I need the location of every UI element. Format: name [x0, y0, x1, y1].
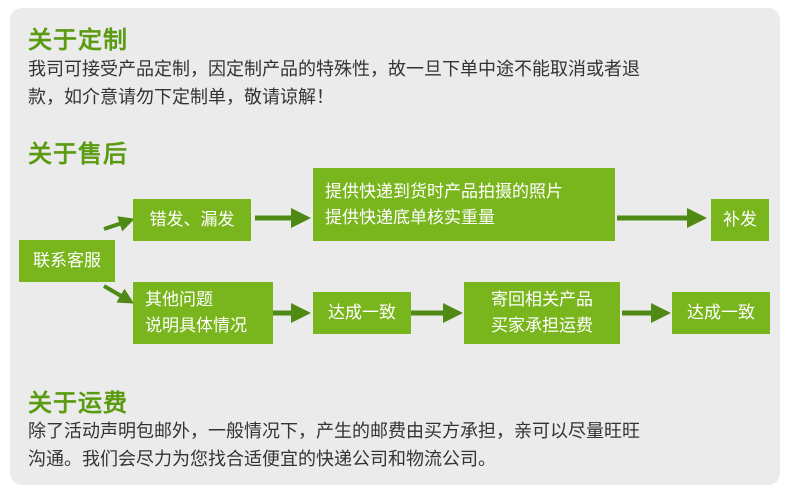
- contact-service-label: 联系客服: [33, 251, 101, 271]
- other-issues-box: 其他问题 说明具体情况: [133, 282, 273, 344]
- agree-label-2: 达成一致: [687, 303, 755, 323]
- flow-arrows: [102, 208, 707, 323]
- return-product-line-2: 买家承担运费: [491, 316, 593, 336]
- arrow-contact-to-wrong: [103, 216, 135, 232]
- contact-service-box: 联系客服: [19, 240, 115, 282]
- provide-evidence-line-1: 提供快递到货时产品拍摄的照片: [325, 181, 563, 202]
- reissue-label: 补发: [723, 210, 757, 230]
- provide-evidence-line-2: 提供快递底单核实重量: [325, 207, 495, 228]
- shipping-text-line-1: 除了活动声明包邮外，一般情况下，产生的邮费由买方承担，亲可以尽量旺旺: [28, 421, 640, 442]
- shipping-text-line-2: 沟通。我们会尽力为您找合适便宜的快递公司和物流公司。: [28, 449, 496, 470]
- customization-text-line-1: 我司可接受产品定制，因定制产品的特殊性，故一旦下单中途不能取消或者退: [28, 59, 640, 80]
- wrong-missing-box: 错发、漏发: [133, 199, 251, 241]
- customization-text-line-2: 款，如介意请勿下定制单，敬请谅解！: [28, 87, 334, 108]
- arrow-contact-to-other: [102, 284, 135, 304]
- shipping-heading: 关于运费: [28, 389, 128, 417]
- other-issues-line-2: 说明具体情况: [145, 316, 247, 336]
- other-issues-line-1: 其他问题: [145, 290, 213, 310]
- wrong-missing-label: 错发、漏发: [149, 210, 235, 230]
- return-product-box: 寄回相关产品 买家承担运费: [464, 282, 620, 344]
- shipping-text: 除了活动声明包邮外，一般情况下，产生的邮费由买方承担，亲可以尽量旺旺 沟通。我们…: [28, 418, 778, 474]
- agree-box-1: 达成一致: [313, 292, 411, 334]
- return-product-line-1: 寄回相关产品: [491, 290, 593, 310]
- info-panel: 关于定制 我司可接受产品定制，因定制产品的特殊性，故一旦下单中途不能取消或者退 …: [10, 8, 780, 485]
- provide-evidence-box: 提供快递到货时产品拍摄的照片 提供快递底单核实重量: [313, 168, 615, 241]
- agree-box-2: 达成一致: [672, 292, 770, 334]
- after-sales-heading: 关于售后: [28, 140, 128, 168]
- customization-heading: 关于定制: [28, 26, 128, 54]
- agree-label-1: 达成一致: [328, 303, 396, 323]
- customization-text: 我司可接受产品定制，因定制产品的特殊性，故一旦下单中途不能取消或者退 款，如介意…: [28, 56, 778, 112]
- reissue-box: 补发: [711, 199, 769, 241]
